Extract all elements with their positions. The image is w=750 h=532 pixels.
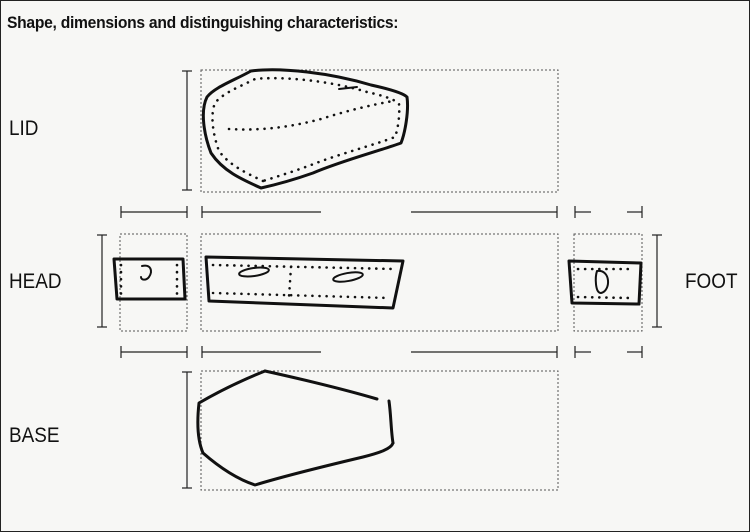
base-frame xyxy=(200,370,559,491)
side-view xyxy=(200,233,559,332)
top-dimension-lines xyxy=(120,206,643,218)
foot-end-view xyxy=(567,233,662,332)
head-label: HEAD xyxy=(9,270,62,293)
sheet-heading: Shape, dimensions and distinguishing cha… xyxy=(7,13,399,32)
base-top-edge xyxy=(263,369,379,401)
side-handle-right xyxy=(332,271,364,283)
lid-mark xyxy=(338,86,358,90)
lid-outline xyxy=(201,68,409,190)
lid-height-dimension xyxy=(182,70,192,191)
bottom-dimension-lines xyxy=(120,346,643,358)
side-outline xyxy=(204,255,405,310)
lid-carving-dots xyxy=(211,76,401,183)
lid-view xyxy=(182,68,559,193)
head-end-motif xyxy=(140,264,152,281)
head-end-view xyxy=(97,233,188,332)
lid-ridge-dots xyxy=(227,99,395,131)
base-height-dimension xyxy=(182,371,192,489)
head-end-dots xyxy=(119,263,179,297)
lid-frame xyxy=(200,69,559,193)
foot-end-frame xyxy=(573,233,643,332)
side-carving-dots xyxy=(211,263,397,300)
foot-end-motif xyxy=(594,269,609,294)
head-end-outline xyxy=(112,257,187,301)
foot-end-height-dimension xyxy=(652,234,662,328)
side-handle-left xyxy=(238,266,270,278)
foot-label: FOOT xyxy=(685,270,738,293)
base-label: BASE xyxy=(9,424,60,447)
head-end-height-dimension xyxy=(97,234,107,328)
base-end-edge xyxy=(387,399,395,445)
lid-label: LID xyxy=(9,117,39,140)
head-end-frame xyxy=(119,233,188,332)
side-frame xyxy=(200,233,559,332)
base-outline xyxy=(196,369,395,487)
foot-end-outline xyxy=(567,259,643,306)
base-view xyxy=(182,369,559,491)
